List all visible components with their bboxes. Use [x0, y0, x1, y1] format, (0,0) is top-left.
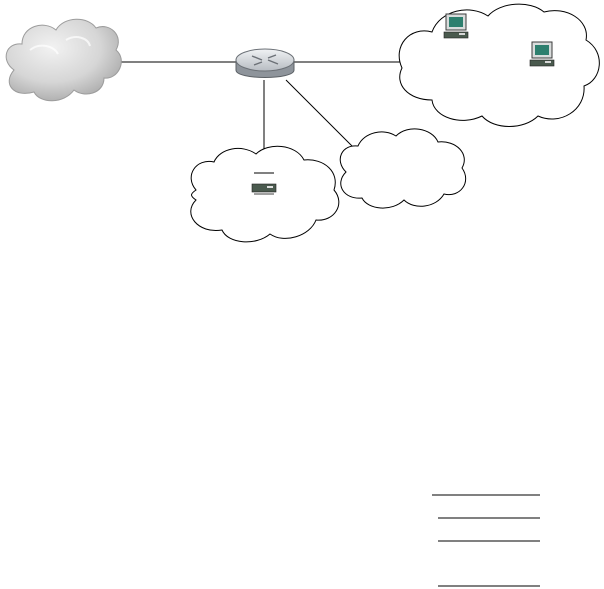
link-router-lan-b [285, 79, 359, 153]
hub-icon [251, 172, 277, 195]
lan-a-cloud [398, 3, 600, 127]
workstation-icon [529, 41, 555, 67]
lan-b-cloud [339, 128, 467, 209]
internet-cloud [5, 18, 122, 102]
router-icon [235, 48, 295, 78]
workstation-icon [443, 13, 469, 39]
blank-lines [432, 494, 540, 587]
